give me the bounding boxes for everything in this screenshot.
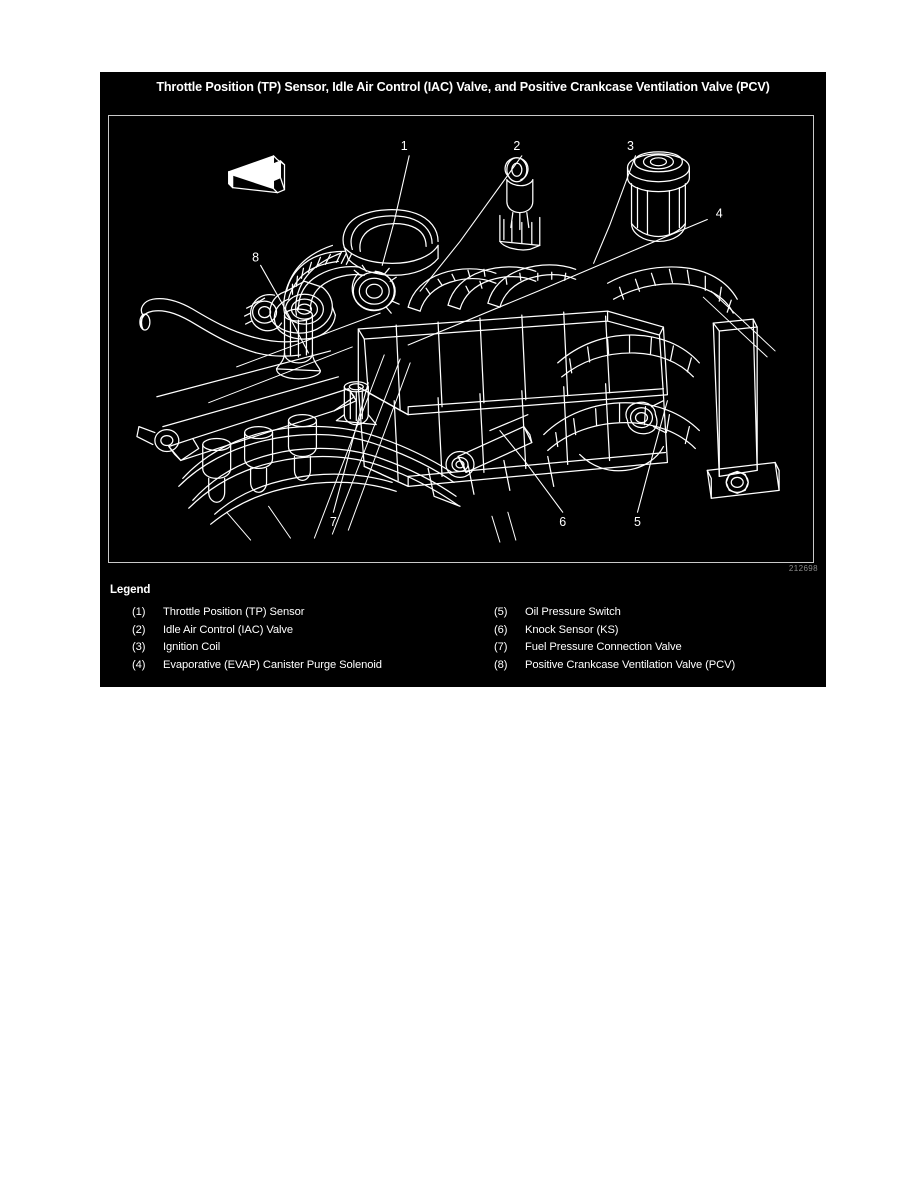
legend-item-4-number: (4) [132,658,146,671]
legend-item-4: (4) Evaporative (EVAP) Canister Purge So… [132,659,482,677]
spark-plug-wires [178,425,459,525]
legend-item-3: (3) Ignition Coil [132,641,482,659]
oil-pressure-switch [625,400,667,435]
fuel-rail-assembly [136,350,357,503]
legend-item-3-number: (3) [132,641,146,653]
throttle-position-sensor [243,294,283,332]
legend-item-5-label: Oil Pressure Switch [525,606,621,618]
legend-item-6-label: Knock Sensor (KS) [525,623,619,636]
leader-line-7 [332,382,369,513]
callout-number-1: 1 [401,139,408,153]
miscellaneous-cables [208,290,776,543]
legend-item-1: (1) Throttle Position (TP) Sensor [132,606,482,624]
upper-intake-hose [283,244,341,316]
legend-item-2: (2) Idle Air Control (IAC) Valve [132,624,482,642]
legend-column-left: (1) Throttle Position (TP) Sensor (2) Id… [132,606,482,676]
callout-number-7: 7 [330,515,337,529]
legend-column-right: (5) Oil Pressure Switch (6) Knock Sensor… [494,606,824,676]
legend-item-4-label: Evaporative (EVAP) Canister Purge Soleno… [163,658,382,671]
callout-numbers: 1 2 3 4 5 6 7 8 [252,139,723,529]
legend-item-8: (8) Positive Crankcase Ventilation Valve… [494,659,824,677]
figure-id-number: 212698 [788,564,818,573]
knock-sensor [445,414,533,479]
callout-number-6: 6 [559,515,566,529]
figure-title: Throttle Position (TP) Sensor, Idle Air … [156,80,770,94]
legend-item-8-number: (8) [494,658,508,671]
callout-number-4: 4 [716,207,723,221]
callout-number-3: 3 [627,139,634,153]
leader-line-5 [636,400,668,513]
legend-item-5: (5) Oil Pressure Switch [494,606,824,624]
figure-panel: Throttle Position (TP) Sensor, Idle Air … [100,72,826,687]
legend-item-6: (6) Knock Sensor (KS) [494,624,824,642]
legend-item-7-label: Fuel Pressure Connection Valve [525,641,682,653]
front-direction-arrow [228,155,286,194]
legend-item-3-label: Ignition Coil [163,641,221,653]
engine-line-drawing: 1 2 3 4 5 6 7 8 [109,116,813,562]
callout-number-2: 2 [513,139,520,153]
legend-item-2-number: (2) [132,623,146,636]
illustration-frame: 1 2 3 4 5 6 7 8 [108,115,814,563]
legend-item-5-number: (5) [494,606,508,618]
idle-air-control-valve [351,264,400,314]
leader-line-4 [407,218,708,346]
callout-number-5: 5 [634,515,641,529]
leader-line-1 [381,155,410,266]
legend-item-2-label: Idle Air Control (IAC) Valve [163,623,294,636]
leader-line-8 [260,264,309,354]
ignition-coil [499,157,541,251]
legend-item-8-label: Positive Crankcase Ventilation Valve (PC… [525,658,736,671]
legend-item-7: (7) Fuel Pressure Connection Valve [494,641,824,659]
legend-item-1-label: Throttle Position (TP) Sensor [163,606,305,618]
legend-item-6-number: (6) [494,623,508,636]
legend-item-1-number: (1) [132,606,146,618]
legend-item-7-number: (7) [494,641,508,653]
leader-line-6 [499,430,564,513]
leader-line-3 [593,155,637,264]
illustration-background [109,116,813,562]
callout-number-8: 8 [252,250,259,264]
breather-hose [139,298,302,357]
callout-leader-lines [260,155,708,513]
leader-line-2 [419,155,523,292]
legend-title: Legend [110,584,151,596]
lower-engine-structure [357,383,669,507]
intake-runners [407,264,577,312]
